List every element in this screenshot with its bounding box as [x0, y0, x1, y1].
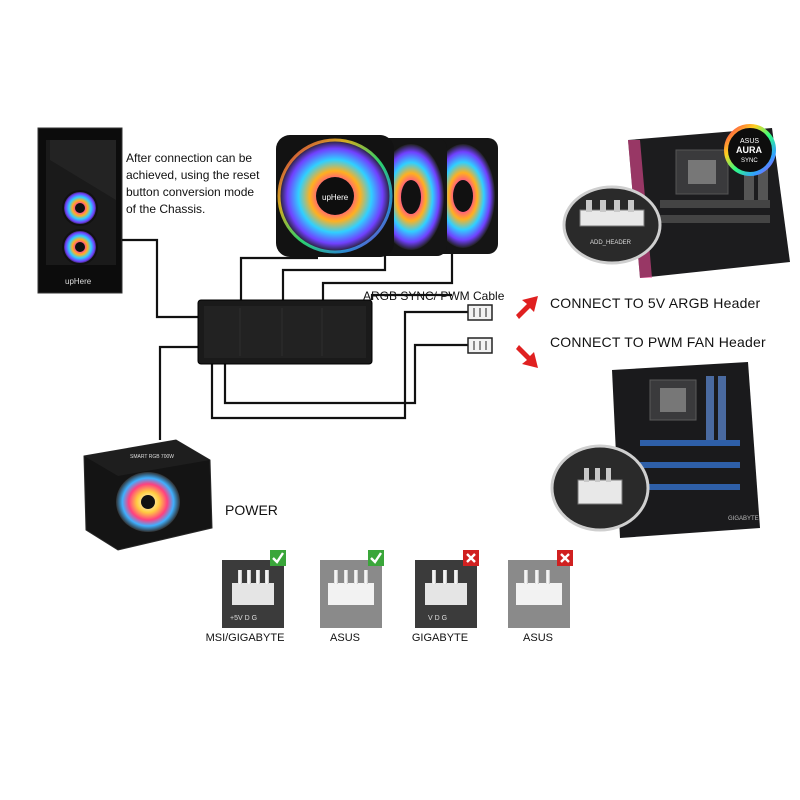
note-line-4: of the Chassis. [126, 202, 206, 216]
hub-box [197, 299, 373, 365]
header-tile-0: +5V D G [222, 550, 286, 628]
pwm-plug-icon [467, 337, 493, 354]
fan-group: upHere [276, 135, 498, 257]
cables [122, 238, 468, 440]
hub-to-pwm-cable [223, 343, 468, 405]
cable-label: ARGB SYNC/ PWM Cable [363, 289, 505, 303]
aura-line2: SYNC [741, 158, 758, 164]
header-silk-2: V D G [428, 615, 447, 622]
argb-cable [370, 293, 452, 300]
motherboard-bottom: GIGABYTE [550, 362, 760, 538]
psu-label: SMART RGB 700W [130, 454, 174, 460]
header-tile-1 [320, 550, 384, 628]
aura-line1: AURA [736, 145, 762, 155]
power-label: POWER [225, 502, 278, 518]
fan-brand: upHere [322, 193, 349, 202]
hub-to-argb-cable [210, 310, 468, 420]
fan2-cable [281, 255, 387, 300]
note-line-3: button conversion mode [126, 185, 255, 199]
case-cable [122, 238, 200, 319]
connect-pwm-label: CONNECT TO PWM FAN Header [550, 334, 766, 350]
header-tile-2: V D G [415, 550, 479, 628]
aura-sync-logo: ASUS AURA SYNC [724, 124, 776, 176]
motherboard-top: ADD_HEADER ASUS AURA SYNC [562, 124, 790, 278]
psu-cable [158, 345, 200, 440]
note-line-2: achieved, using the reset [126, 168, 260, 182]
header-label-msi-gigabyte: MSI/GIGABYTE [205, 632, 285, 644]
header-label-gigabyte: GIGABYTE [411, 632, 469, 644]
header-tile-3 [508, 550, 573, 628]
fan1-cable [239, 256, 318, 300]
check-badge-1-icon [368, 550, 384, 566]
reset-note: After connection can be achieved, using … [126, 150, 286, 218]
psu: SMART RGB 700W [83, 439, 213, 551]
header-label-asus-ok: ASUS [330, 632, 360, 644]
mobo-top-silk: ADD_HEADER [590, 240, 632, 246]
fan3-cable [321, 254, 454, 300]
arrow-up-right-icon [516, 296, 538, 319]
mobo-bottom-brand: GIGABYTE [728, 516, 759, 522]
note-line-1: After connection can be [126, 151, 253, 165]
header-label-asus-bad: ASUS [523, 632, 553, 644]
pc-case: upHere [37, 127, 123, 294]
fan-1-icon: upHere [276, 135, 394, 257]
case-brand: upHere [65, 277, 92, 286]
arrow-down-right-icon [516, 345, 538, 368]
header-silk-0: +5V D G [230, 615, 257, 622]
check-badge-0-icon [270, 550, 286, 566]
argb-plug-icon [467, 304, 493, 321]
aura-brand: ASUS [740, 138, 759, 145]
connect-argb-label: CONNECT TO 5V ARGB Header [550, 295, 761, 311]
